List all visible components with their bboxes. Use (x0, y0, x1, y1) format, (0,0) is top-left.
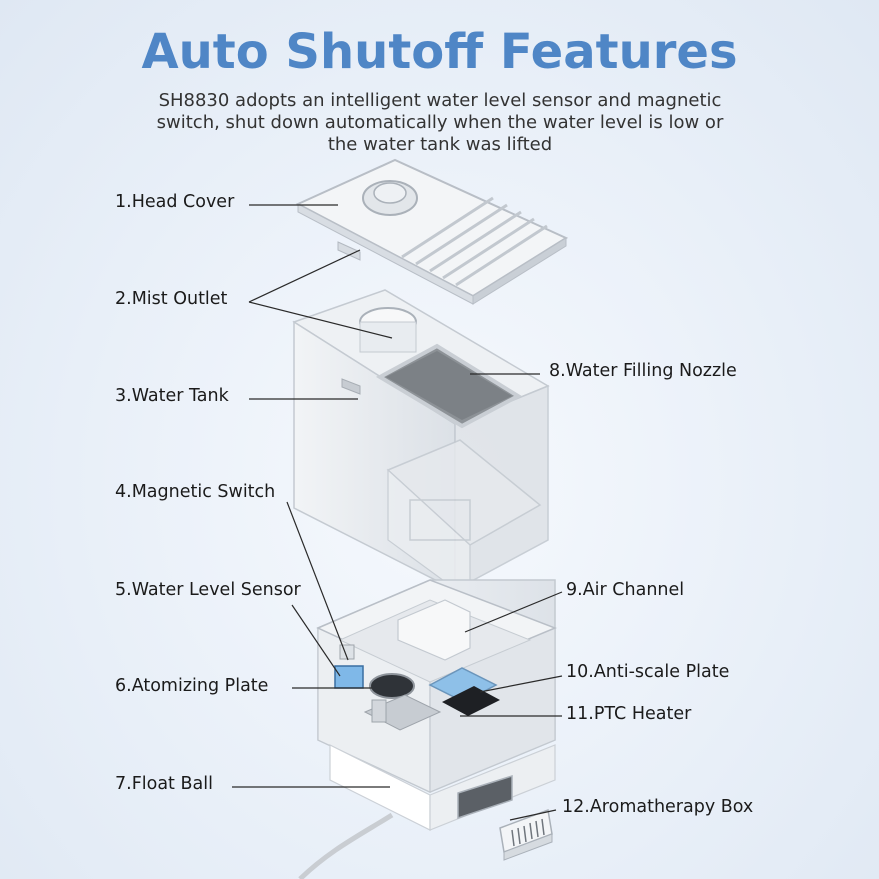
label-head-cover: 1.Head Cover (115, 192, 234, 212)
label-ptc-heater: 11.PTC Heater (566, 704, 691, 724)
label-water-filling-nozzle: 8.Water Filling Nozzle (549, 361, 737, 381)
label-float-ball: 7.Float Ball (115, 774, 213, 794)
label-anti-scale-plate: 10.Anti-scale Plate (566, 662, 729, 682)
head-cover (298, 160, 566, 304)
label-magnetic-switch: 4.Magnetic Switch (115, 482, 275, 502)
label-atomizing-plate: 6.Atomizing Plate (115, 676, 268, 696)
label-water-level-sensor: 5.Water Level Sensor (115, 580, 301, 600)
label-water-tank: 3.Water Tank (115, 386, 229, 406)
water-level-sensor (335, 666, 363, 688)
label-air-channel: 9.Air Channel (566, 580, 684, 600)
aromatherapy-box (500, 810, 552, 860)
label-mist-outlet: 2.Mist Outlet (115, 289, 227, 309)
label-aromatherapy-box: 12.Aromatherapy Box (562, 797, 753, 817)
